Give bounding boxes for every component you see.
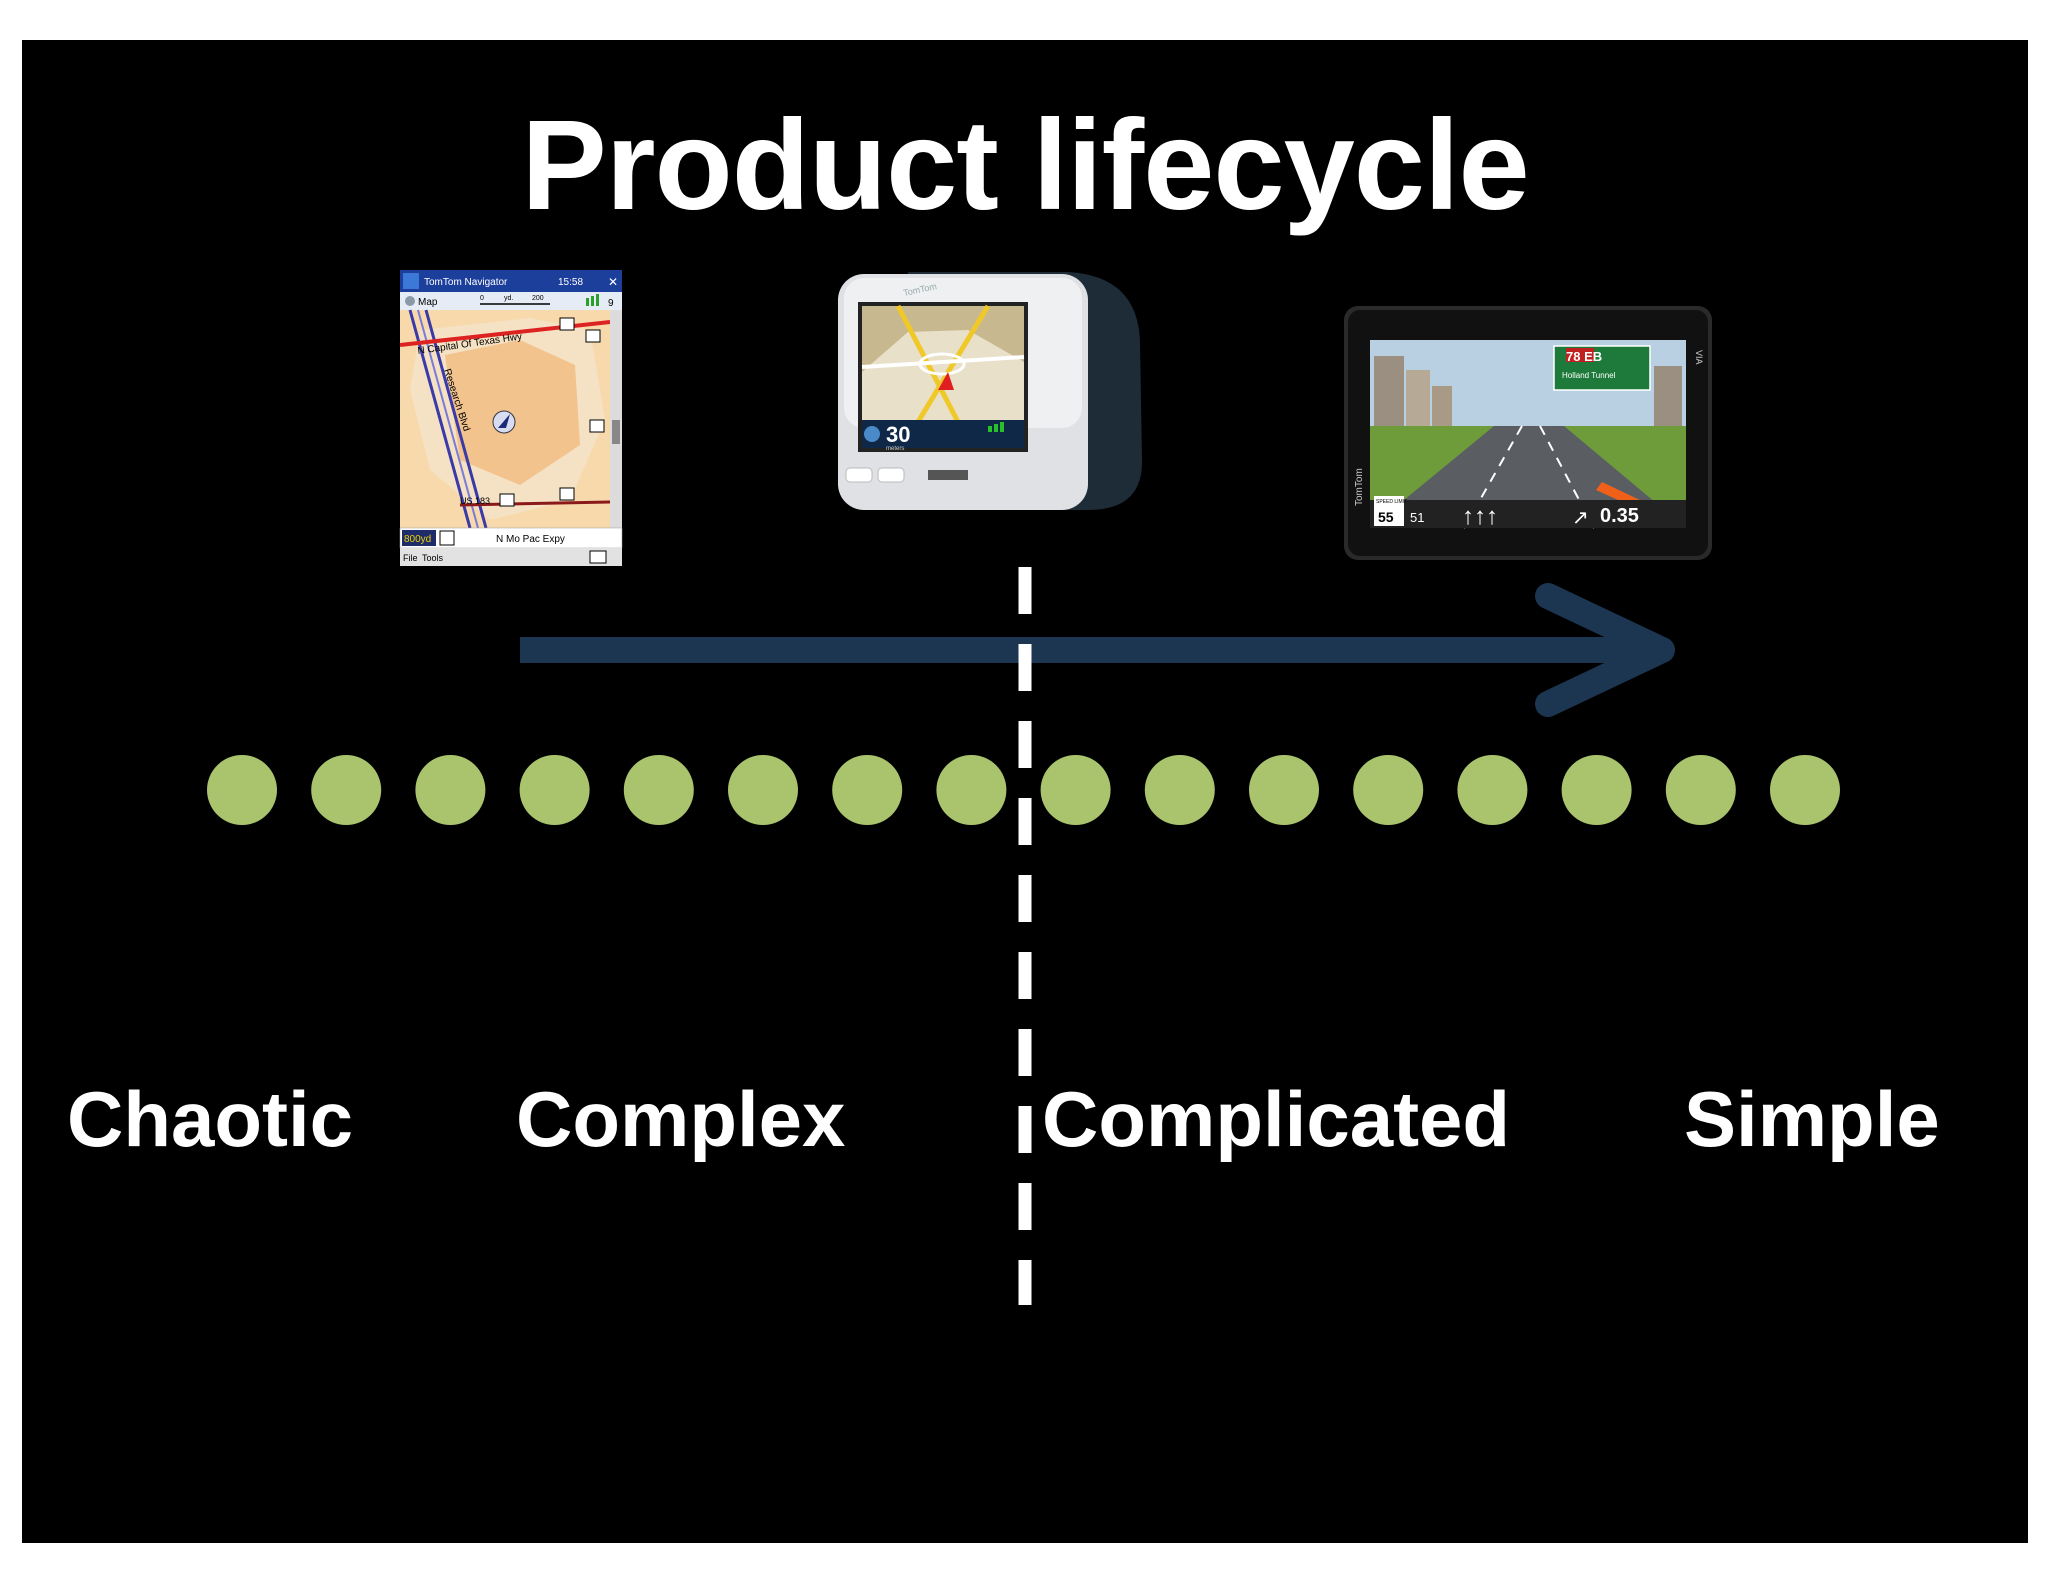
progress-arrow (520, 583, 1675, 717)
slide: Product lifecycle TomTom Navigator 15:58… (22, 40, 2028, 1543)
lifecycle-dot (207, 755, 277, 825)
go-speed: 30 (886, 422, 910, 447)
via-current-speed: 51 (1410, 510, 1424, 525)
lifecycle-dot (832, 755, 903, 825)
lifecycle-dot (728, 755, 798, 825)
pda-distance: 800yd (404, 534, 431, 545)
go-speed-unit: meters (886, 446, 904, 452)
tomtom-go-device-image: 30 meters TomTom (838, 272, 1142, 510)
lifecycle-dot (1770, 755, 1840, 825)
pda-scale-0: 0 (480, 295, 484, 302)
via-sign-text: Holland Tunnel (1562, 371, 1616, 380)
via-sign-number: 78 EB (1566, 349, 1602, 364)
lifecycle-dots (207, 755, 1840, 825)
pda-road-us183: US 183 (460, 496, 490, 506)
lifecycle-dot (415, 755, 486, 825)
pda-clock: 15:58 (558, 277, 583, 288)
slide-title: Product lifecycle (521, 94, 1529, 237)
lifecycle-dot (936, 755, 1007, 825)
via-speed-limit: 55 (1378, 509, 1394, 525)
lifecycle-dot (1249, 755, 1319, 825)
pda-scale-200: 200 (532, 295, 544, 302)
lifecycle-dot (519, 755, 590, 825)
tomtom-via-device-image: 78 EB Holland Tunnel SPEED LIMIT 55 51 ↑… (1344, 306, 1712, 560)
close-icon: ✕ (608, 275, 618, 289)
pda-street: N Mo Pac Expy (496, 534, 565, 545)
pda-menu-file: File (403, 553, 418, 563)
pda-scale-unit: yd. (504, 295, 513, 302)
via-brand: TomTom (1354, 468, 1365, 506)
lifecycle-dot (623, 755, 694, 825)
pda-menu-tools: Tools (422, 553, 444, 563)
pda-map-menu: Map (418, 297, 438, 308)
phase-label-complex: Complex (516, 1075, 846, 1163)
pda-app-title: TomTom Navigator (424, 277, 508, 288)
lane-arrows-icon: ↑↑↑ (1462, 503, 1498, 530)
lifecycle-dot (1457, 755, 1528, 825)
lifecycle-dot (1353, 755, 1424, 825)
lifecycle-dot (311, 755, 382, 825)
phase-label-simple: Simple (1684, 1075, 1940, 1163)
turn-arrow-icon (864, 426, 880, 442)
pda-navigator-image: TomTom Navigator 15:58 ✕ Map 0 yd. 200 9… (399, 270, 623, 566)
via-model: VIA (1694, 350, 1704, 365)
via-next-distance: 0.35 (1600, 505, 1639, 527)
pda-signal: 9 (608, 298, 614, 309)
lifecycle-dot (1144, 755, 1215, 825)
lifecycle-dot (1665, 755, 1736, 825)
turn-right-arrow-icon: ↗ (1572, 507, 1589, 529)
lifecycle-dot (1561, 755, 1632, 825)
position-arrow-icon (498, 414, 510, 428)
via-speed-limit-label: SPEED LIMIT (1376, 499, 1407, 505)
phase-label-chaotic: Chaotic (67, 1075, 354, 1163)
phase-label-complicated: Complicated (1042, 1075, 1511, 1163)
diagram-layer: TomTom Navigator 15:58 ✕ Map 0 yd. 200 9… (207, 270, 1840, 1305)
lifecycle-dot (1040, 755, 1111, 825)
